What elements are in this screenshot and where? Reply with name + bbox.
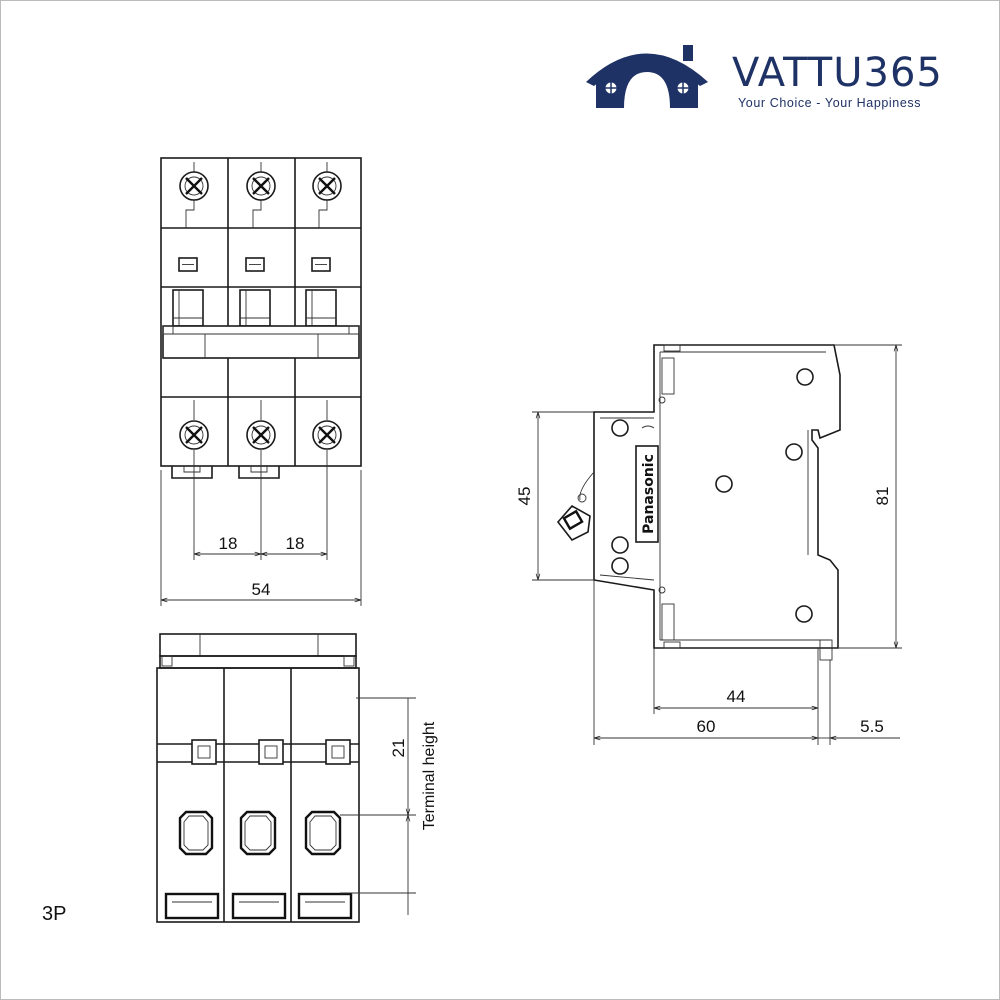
terminal-opening-icon <box>178 810 342 856</box>
handle-knob <box>556 471 595 542</box>
dim-overall-depth: 60 <box>697 717 716 736</box>
dim-pole-pitch-1: 18 <box>219 534 238 553</box>
brand-tagline: Your Choice - Your Happiness <box>738 96 921 110</box>
brand-name: VATTU365 <box>732 50 943 96</box>
dim-terminal: 21 <box>389 739 408 758</box>
dim-front-depth: 44 <box>727 687 746 706</box>
dim-pole-pitch-2: 18 <box>286 534 305 553</box>
top-terminal-screw-icon <box>179 171 342 201</box>
bottom-view: 21 Terminal height <box>156 633 438 923</box>
house-roof-icon <box>586 45 708 108</box>
toggle-handle <box>172 289 337 327</box>
pole-count-label: 3P <box>42 903 66 925</box>
panasonic-brand-mark: Panasonic <box>641 454 657 534</box>
front-view: 18 18 54 <box>160 157 362 606</box>
side-view: Panasonic 45 81 44 60 5.5 <box>515 344 902 745</box>
dim-inner-height: 45 <box>515 487 534 506</box>
terminal-height-label: Terminal height <box>421 721 438 830</box>
dim-rail-offset: 5.5 <box>860 717 884 736</box>
bottom-terminal-screw-icon <box>179 420 342 450</box>
dim-overall-height: 81 <box>873 487 892 506</box>
brand-logo: VATTU365 Your Choice - Your Happiness <box>586 45 943 110</box>
dim-overall-width: 54 <box>252 580 271 599</box>
